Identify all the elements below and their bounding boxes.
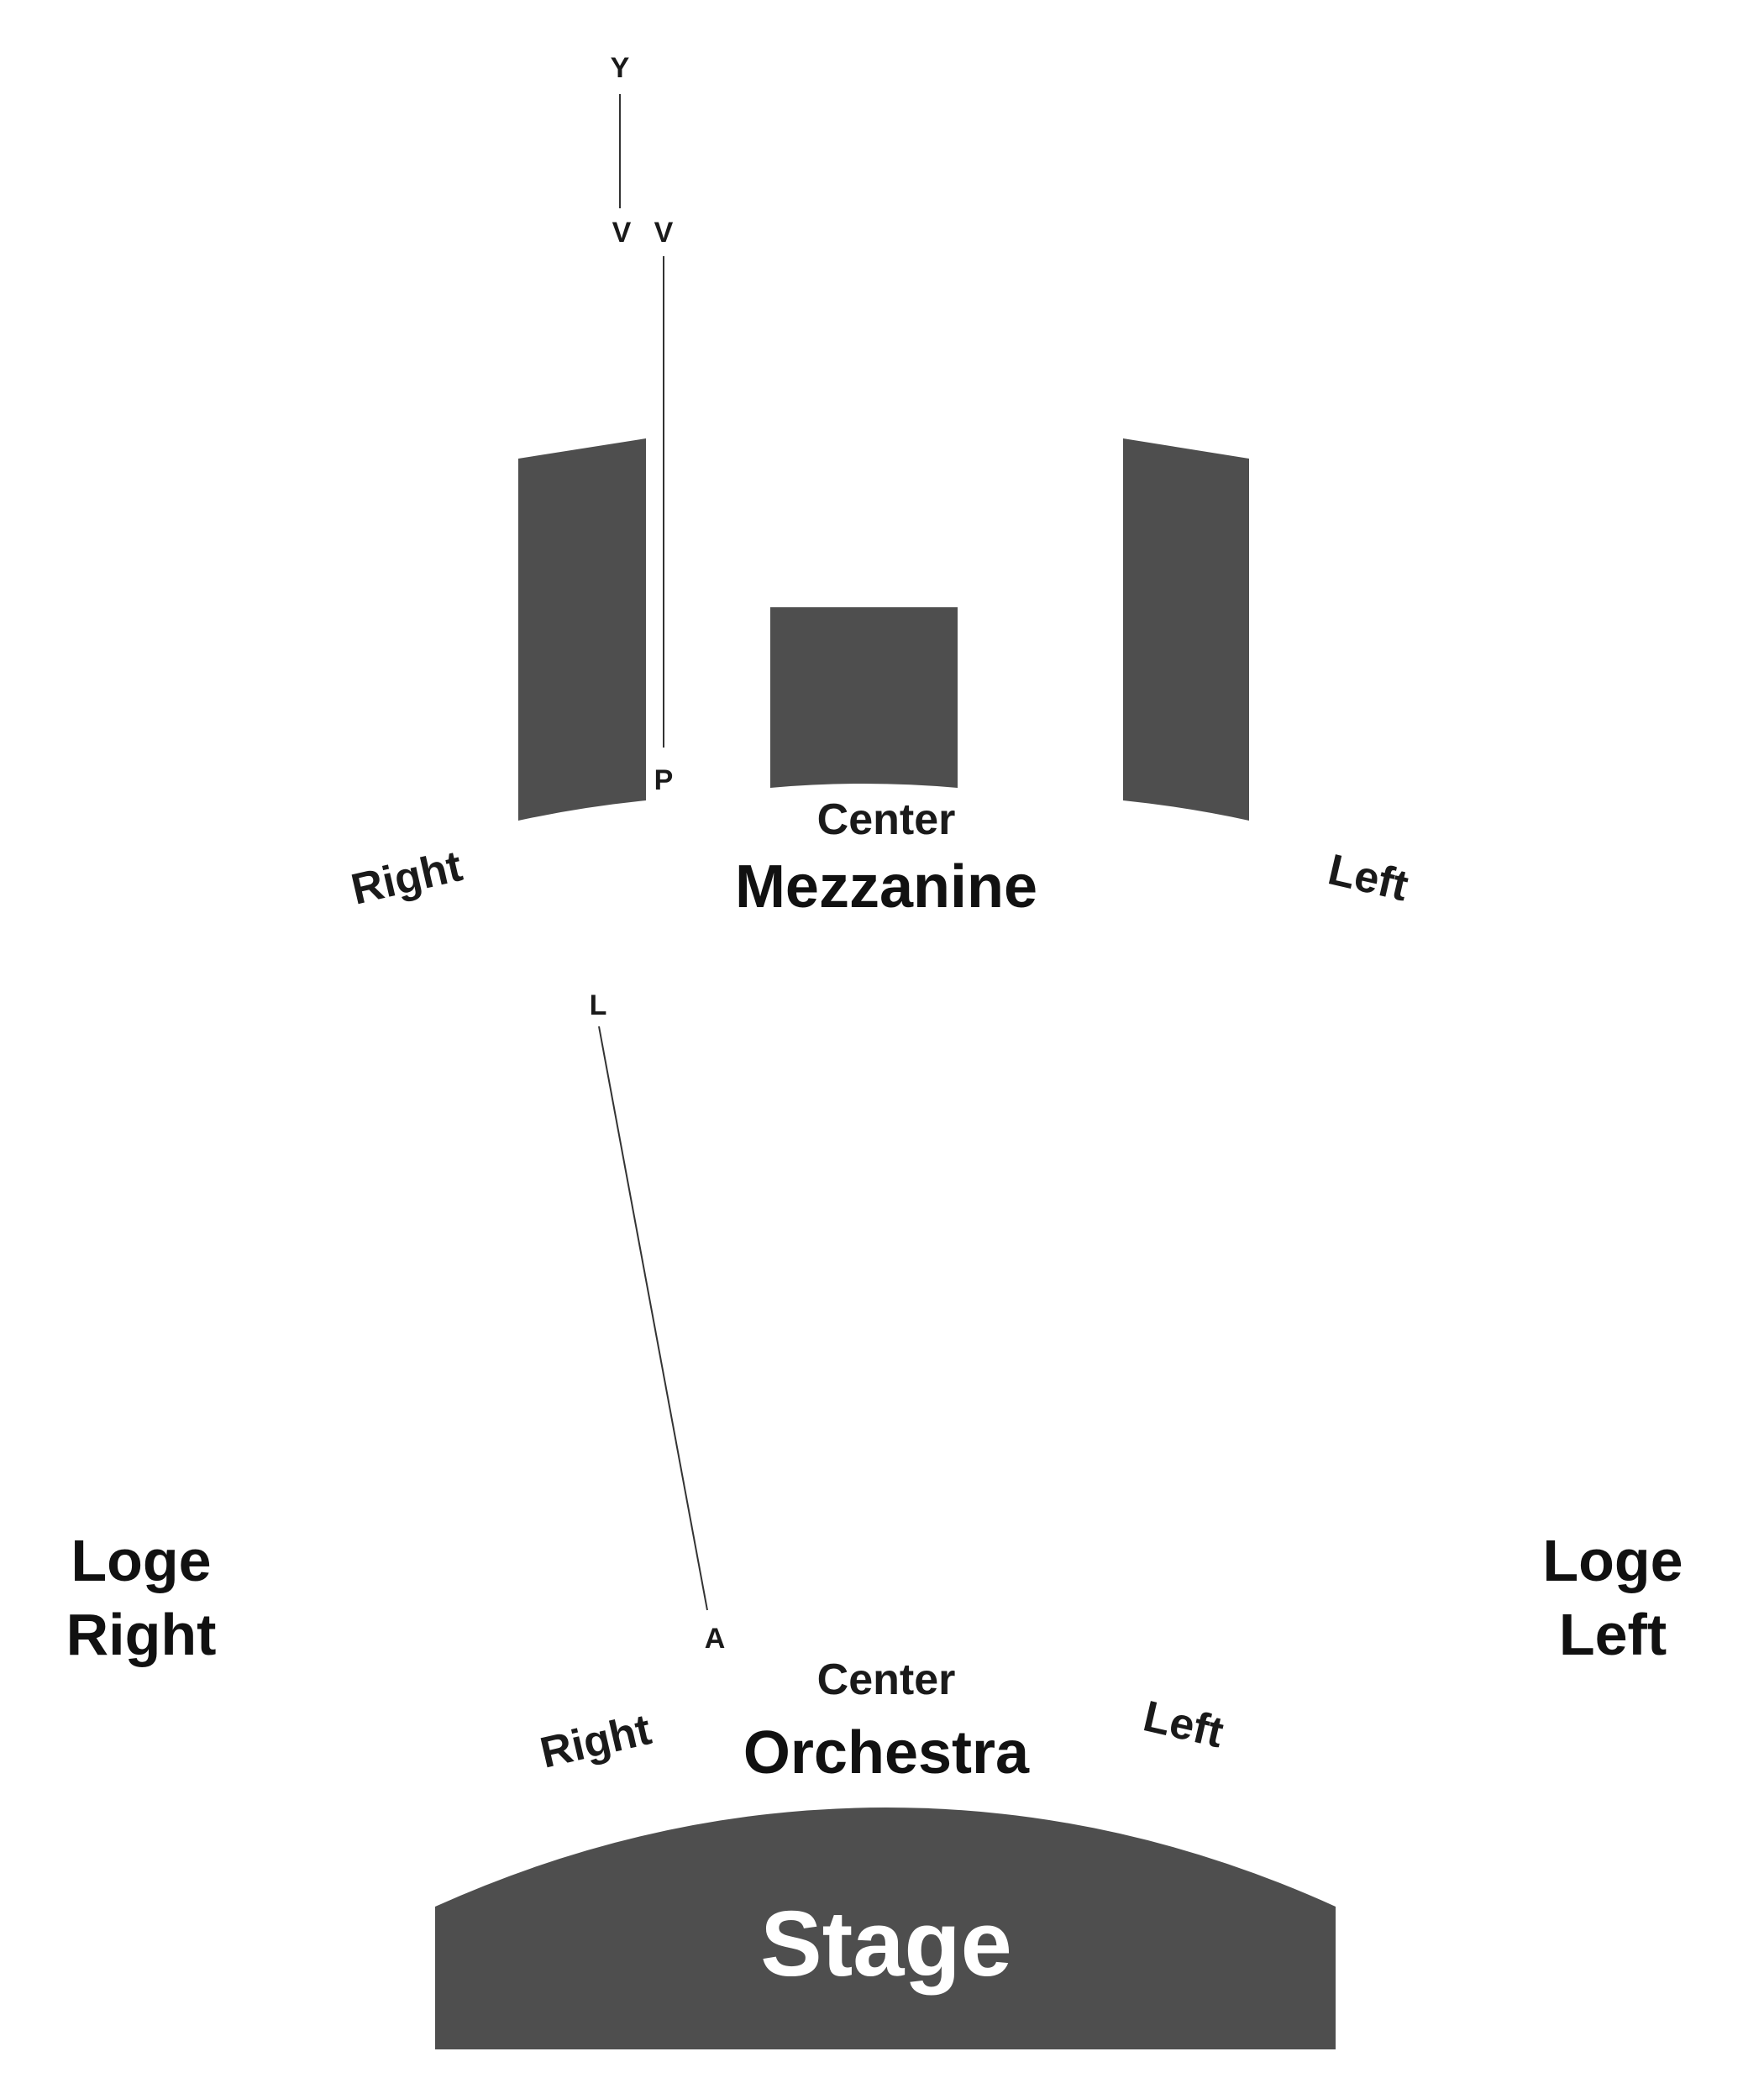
- mezzanine-center-label: Center: [817, 795, 956, 844]
- orchestra-center-label: Center: [817, 1655, 956, 1704]
- mezzanine-row-label-v-inner: V: [654, 217, 674, 249]
- loge-left-label-line1: Loge: [1542, 1528, 1683, 1593]
- loge-right-label-line1: Loge: [71, 1528, 211, 1593]
- mezzanine-center-section-block[interactable]: [770, 607, 958, 788]
- orchestra-left-label: Left: [1139, 1692, 1228, 1757]
- orchestra-row-label-l: L: [590, 989, 607, 1021]
- orchestra-row-label-a: A: [705, 1623, 726, 1655]
- mezzanine-right-section-block[interactable]: [518, 438, 646, 821]
- mezzanine-left-section-block[interactable]: [1123, 438, 1249, 821]
- stage-block[interactable]: [435, 1808, 1336, 2049]
- mezzanine-row-label-y: Y: [611, 52, 630, 84]
- mezzanine-left-label: Left: [1324, 845, 1413, 910]
- mezzanine-row-label-v-outer: V: [612, 217, 632, 249]
- orchestra-right-label: Right: [536, 1705, 655, 1777]
- orchestra-right-row-line: [598, 1026, 708, 1611]
- mezzanine-row-label-p: P: [654, 764, 674, 796]
- mezzanine-right-label: Right: [347, 842, 466, 914]
- loge-left-label-line2: Left: [1559, 1602, 1667, 1667]
- mezzanine-title: Mezzanine: [735, 853, 1037, 921]
- loge-right-label-line2: Right: [66, 1602, 217, 1667]
- stage-label: Stage: [760, 1892, 1012, 1996]
- orchestra-title: Orchestra: [743, 1719, 1030, 1787]
